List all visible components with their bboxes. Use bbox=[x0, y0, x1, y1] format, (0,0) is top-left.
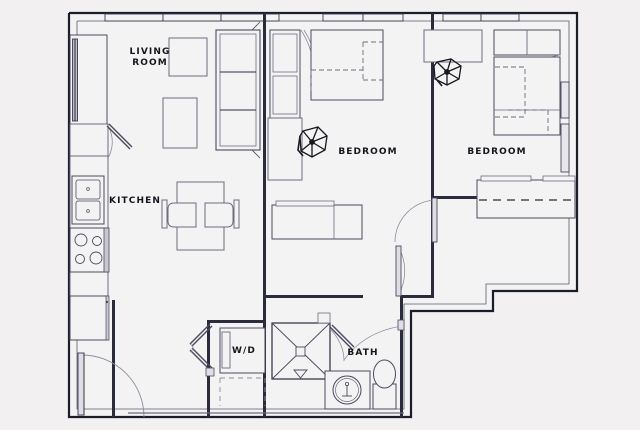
kitchen-stove bbox=[69, 227, 110, 273]
door-bedroom-right bbox=[394, 197, 438, 243]
sofa bbox=[215, 21, 261, 159]
vanity-sink bbox=[324, 370, 371, 410]
door-bath bbox=[343, 319, 405, 361]
closet-left bbox=[269, 29, 317, 119]
wall-bedroom-left-south-a bbox=[263, 295, 363, 298]
living-room-furniture bbox=[162, 21, 261, 159]
window-left bbox=[69, 34, 108, 126]
wall-laundry-north bbox=[207, 320, 265, 323]
window-group-top bbox=[104, 13, 520, 22]
desk-left bbox=[267, 117, 303, 181]
window-top-6 bbox=[442, 13, 482, 22]
bed-right bbox=[493, 56, 561, 136]
laundry-shelf bbox=[219, 377, 266, 406]
coffee-table bbox=[162, 97, 198, 149]
bed-left bbox=[310, 29, 384, 101]
dining-chair-left bbox=[161, 199, 197, 229]
side-chair-upper bbox=[168, 37, 208, 77]
desk-chair-left bbox=[297, 126, 328, 158]
window-top-5 bbox=[362, 13, 404, 22]
shower bbox=[271, 312, 355, 380]
wall-kitchen-stub bbox=[112, 300, 115, 305]
laundry-doors bbox=[189, 323, 215, 377]
window-top-2 bbox=[162, 13, 222, 22]
bedroom-right-furniture bbox=[394, 29, 576, 243]
refrigerator bbox=[69, 295, 110, 341]
wall-bedroom-divider bbox=[431, 13, 434, 198]
wall-livingroom-bedroom-left bbox=[263, 13, 266, 298]
door-bedroom-left bbox=[395, 245, 406, 297]
wall-kitchen-east bbox=[112, 300, 115, 417]
wall-corridor-east bbox=[431, 196, 434, 296]
closet-right-lower bbox=[476, 175, 576, 219]
exterior-walls bbox=[67, 11, 579, 419]
bathroom-fixtures bbox=[271, 312, 405, 410]
entry-door bbox=[77, 352, 145, 418]
desk-chair-right bbox=[433, 58, 462, 87]
wall-bedroom-right-south bbox=[431, 196, 493, 199]
wall-bath-east bbox=[400, 295, 403, 417]
wall-bedroom-left-south-b bbox=[400, 295, 434, 298]
dining-set bbox=[161, 181, 240, 251]
window-top-4 bbox=[322, 13, 364, 22]
kitchen-furniture bbox=[69, 155, 240, 341]
window-top-7 bbox=[480, 13, 520, 22]
window-right bbox=[560, 81, 570, 173]
desk-right bbox=[423, 29, 483, 63]
coat-closet bbox=[69, 123, 133, 159]
laundry-unit bbox=[189, 323, 266, 406]
toilet bbox=[372, 359, 397, 410]
window-top-3 bbox=[220, 13, 280, 22]
dresser-left bbox=[271, 200, 363, 240]
bedroom-left-furniture bbox=[267, 29, 406, 297]
window-top-1 bbox=[104, 13, 164, 22]
dining-chair-right bbox=[204, 199, 240, 229]
kitchen-sink bbox=[71, 175, 105, 225]
